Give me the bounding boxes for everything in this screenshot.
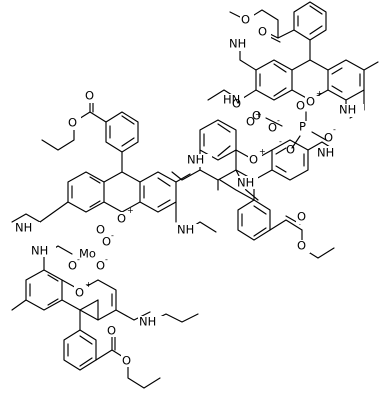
ester-o-label: O	[122, 354, 131, 368]
nh-label: NH	[31, 244, 48, 258]
oxide-o-label: O	[68, 259, 77, 273]
oxonium-o-label: O	[232, 97, 241, 111]
rhodamine-unit-b	[11, 95, 217, 233]
carbonyl-o-label: O	[107, 324, 116, 338]
phosphate-o-label: O	[286, 143, 295, 157]
plus-charge: +	[85, 280, 92, 289]
plus-charge: +	[316, 89, 323, 98]
rhodamine-unit-a	[11, 245, 199, 389]
oxide-o-label: O	[96, 223, 105, 237]
carbonyl-o-label: O	[85, 89, 94, 103]
minus-charge: -	[333, 125, 336, 134]
nh-label: NH	[187, 153, 204, 167]
plus-charge: +	[127, 206, 134, 215]
minus-charge: -	[77, 255, 80, 264]
minus-charge: -	[111, 231, 114, 240]
ester-o-label: O	[297, 239, 306, 253]
hn-label: NH	[237, 176, 254, 190]
oxide-o-label: O	[102, 235, 111, 249]
phosphate-o-label: O	[324, 131, 333, 145]
oxonium-o-label: O	[117, 212, 126, 226]
minus-charge: -	[277, 116, 280, 125]
nh-label: NH	[177, 223, 194, 237]
mo-label: Mo	[79, 247, 96, 261]
minus-charge: -	[279, 137, 282, 146]
phosphorus-label: P	[299, 120, 306, 134]
oxonium-o-label: O	[246, 115, 255, 129]
nh-label: NH	[15, 221, 32, 235]
ester-o-label: O	[68, 116, 77, 130]
oxonium-o-label: O	[75, 286, 84, 300]
minus-charge: -	[105, 255, 108, 264]
phosphate-o-label: O	[252, 109, 261, 123]
plus-charge: +	[259, 147, 266, 156]
carbonyl-o-label: O	[258, 25, 267, 39]
phosphate-o-label: O	[268, 121, 277, 135]
ester-o-label: O	[241, 13, 250, 27]
nh-label: NH	[139, 315, 156, 329]
carbonyl-o-label: O	[297, 210, 306, 224]
plus-charge: +	[255, 110, 262, 119]
oxide-o-label: O	[96, 259, 105, 273]
phosphate-group	[265, 111, 327, 149]
nh-label: NH	[229, 37, 246, 51]
phosphate-o-label: O	[296, 99, 305, 113]
oxonium-o-label: O	[249, 153, 258, 167]
oxonium-o-label: O	[306, 95, 315, 109]
nh-label: NH	[317, 146, 334, 160]
nh-label: NH	[339, 103, 356, 117]
hn-label: HN	[223, 93, 240, 107]
